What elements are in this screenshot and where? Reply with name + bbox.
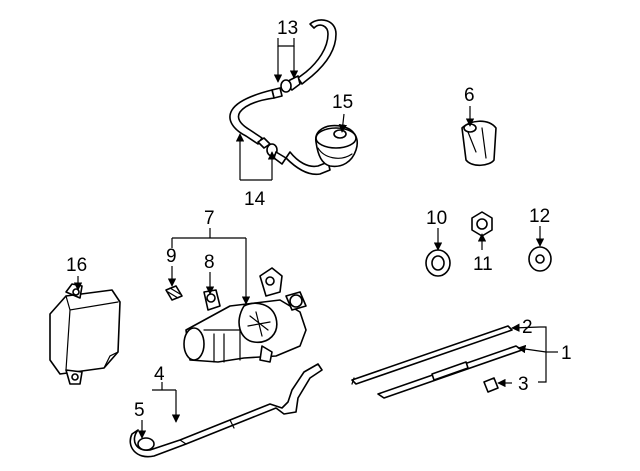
callout-12: 12	[529, 206, 550, 227]
pivot-arm	[129, 363, 323, 458]
control-module	[49, 283, 121, 385]
washer-nozzle	[315, 124, 358, 168]
callout-8: 8	[204, 252, 215, 273]
washer-hose	[229, 19, 337, 176]
washer	[425, 249, 451, 277]
callout-2: 2	[522, 317, 533, 338]
callout-13: 13	[277, 18, 298, 39]
callout-3: 3	[518, 374, 529, 395]
wiper-motor	[165, 267, 307, 363]
callouts: 13 14 15 6 10 11 12 7 9 8 16 2 1 3 4 5	[66, 18, 572, 421]
wiper-arm	[377, 345, 523, 399]
callout-6: 6	[464, 85, 475, 106]
callout-1: 1	[561, 343, 572, 364]
wiper-arm-cap	[461, 120, 497, 167]
callout-9: 9	[166, 246, 177, 267]
callout-16: 16	[66, 255, 87, 276]
callout-14: 14	[244, 189, 266, 210]
grommet	[528, 246, 552, 272]
callout-11: 11	[473, 254, 493, 275]
leader-lines	[73, 38, 558, 439]
callout-7: 7	[204, 208, 215, 229]
callout-15: 15	[332, 92, 353, 113]
nut	[471, 211, 493, 237]
callout-4: 4	[154, 364, 165, 385]
blade-insert	[483, 377, 499, 393]
callout-5: 5	[134, 400, 145, 421]
callout-10: 10	[426, 208, 447, 229]
